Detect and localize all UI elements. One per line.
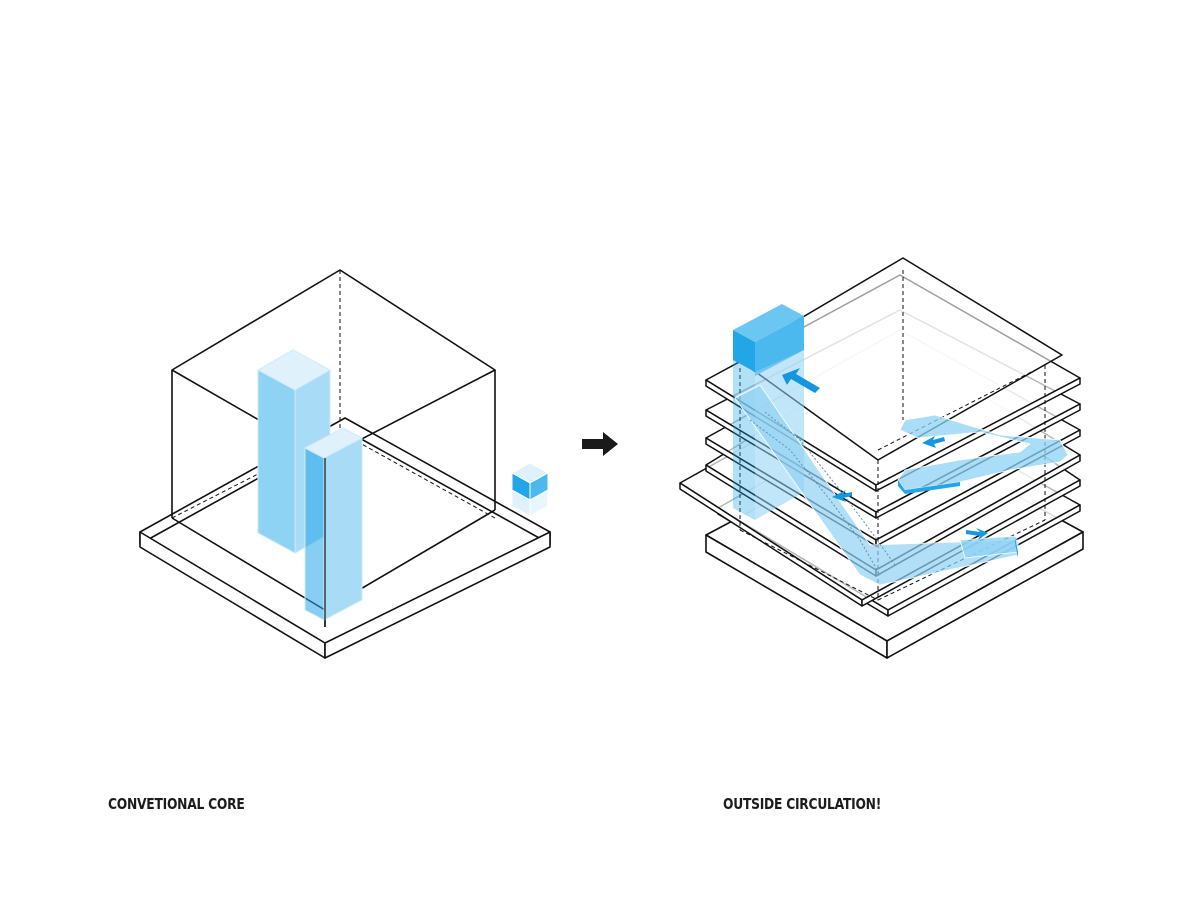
arrow-icon-walkway-up (922, 436, 945, 448)
arrow-icon-ramp (832, 490, 852, 502)
right-arrow-icon (582, 432, 618, 456)
walkway-loop (897, 414, 1069, 494)
conventional-core-diagram (139, 269, 551, 659)
front-core-prism (303, 427, 364, 621)
floor-plate-7-roof (734, 257, 1063, 461)
arrow-icon-lower (966, 528, 988, 540)
up-arrow-icon (782, 368, 820, 393)
base-slab (139, 417, 551, 659)
circulation-ramp (734, 384, 1019, 586)
outside-circulation-diagram (679, 257, 1084, 659)
cube-icon (510, 462, 550, 517)
circulation-arrows (782, 368, 988, 540)
outside-circulation-caption: OUTSIDE CIRCULATION! (723, 795, 882, 813)
lower-walkway (959, 535, 1019, 559)
conventional-core-caption: CONVETIONAL CORE (108, 795, 245, 813)
